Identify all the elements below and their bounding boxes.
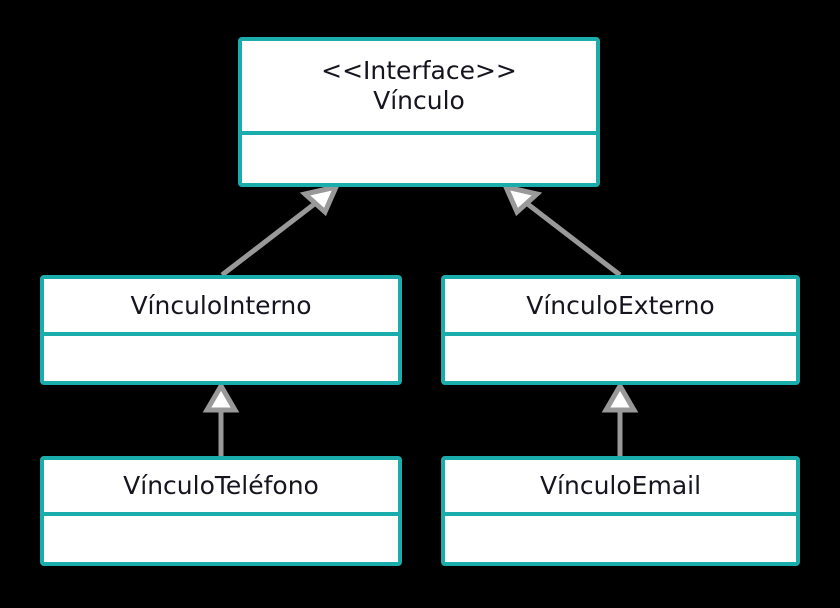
class-box-vinculo-email[interactable]: VínculoEmail <box>441 456 800 566</box>
class-name-compartment: VínculoTeléfono <box>44 460 398 516</box>
hollow-triangle-arrowhead <box>202 381 240 413</box>
class-members-compartment <box>44 516 398 562</box>
hollow-triangle-arrowhead <box>299 183 341 217</box>
class-name: VínculoTeléfono <box>123 471 319 500</box>
class-name: VínculoInterno <box>130 290 312 320</box>
class-members-compartment <box>44 336 398 381</box>
connector-line <box>523 200 622 277</box>
class-members-compartment <box>445 516 796 562</box>
generalization-externo-to-vinculo <box>501 183 622 277</box>
connector-line <box>220 200 319 277</box>
class-name-compartment: VínculoEmail <box>445 460 796 516</box>
generalization-interno-to-vinculo <box>220 183 341 277</box>
class-members-compartment <box>242 135 596 183</box>
hollow-triangle-arrowhead <box>601 381 639 413</box>
class-box-vinculo[interactable]: <<Interface>> Vínculo <box>238 37 600 187</box>
class-name-compartment: <<Interface>> Vínculo <box>242 41 596 135</box>
class-name: Vínculo <box>373 86 465 115</box>
generalization-email-to-externo <box>601 381 639 456</box>
generalization-telefono-to-interno <box>202 381 240 456</box>
class-name: VínculoExterno <box>526 290 715 320</box>
class-name-compartment: VínculoExterno <box>445 279 796 336</box>
class-box-vinculo-telefono[interactable]: VínculoTeléfono <box>40 456 402 566</box>
class-name: VínculoEmail <box>539 471 702 500</box>
class-members-compartment <box>445 336 796 381</box>
class-box-vinculo-interno[interactable]: VínculoInterno <box>40 275 402 385</box>
class-stereotype: <<Interface>> <box>321 56 517 85</box>
class-box-vinculo-externo[interactable]: VínculoExterno <box>441 275 800 385</box>
class-name-compartment: VínculoInterno <box>44 279 398 336</box>
hollow-triangle-arrowhead <box>501 183 543 217</box>
